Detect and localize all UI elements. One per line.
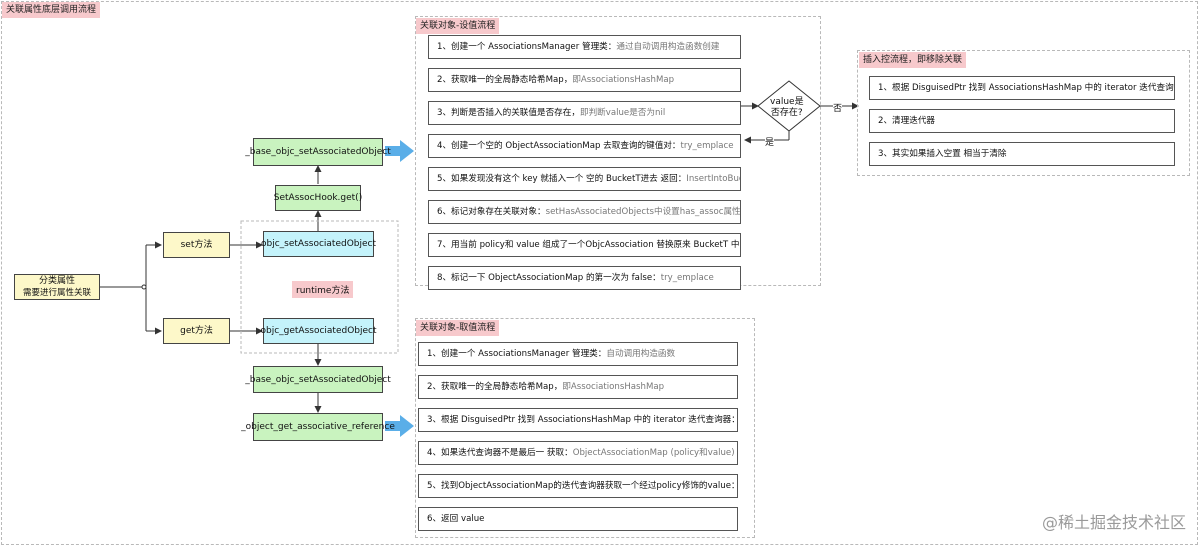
flow-step-detail: 即判断value是否为nil [579,108,666,118]
flow-step-detail: 即AssociationsHashMap [572,75,675,85]
insert-flow-title: 插入控流程，即移除关联 [859,52,967,68]
flow-step: 2、获取唯一的全局静态哈希Map，即AssociationsHashMap [418,375,738,399]
flow-step-text: 1、创建一个 AssociationsManager 管理类： [437,42,617,52]
flow-step-text: 6、返回 value [427,514,485,524]
objc-get-associated-object-box: objc_getAssociatedObject [260,318,377,344]
flow-step: 8、标记一下 ObjectAssociationMap 的第一次为 false：… [428,266,741,290]
flow-step-text: 3、其实如果插入空置 相当于清除 [878,149,1007,159]
flow-step-text: 7、用当前 policy和 value 组成了一个ObjcAssociation… [437,240,741,250]
flow-step-text: 5、如果发现没有这个 key 就插入一个 空的 BucketT进去 返回： [437,174,687,184]
flow-step-detail: 通过自动调用构造函数创建 [616,42,720,52]
set-assoc-hook-get-box: SetAssocHook.get() [274,185,362,211]
category-line2: 需要进行属性关联 [22,288,91,298]
decision-no-label: 否 [833,101,843,114]
flow-step: 2、清理迭代器 [869,109,1175,133]
get-flow-title: 关联对象-取值流程 [416,320,500,336]
flow-step-text: 2、获取唯一的全局静态哈希Map， [427,382,563,392]
get-method-box: get方法 [163,318,230,344]
decision-line1: value是 [770,97,804,107]
insert-flow-panel [857,50,1190,176]
flow-step: 4、如果迭代查询器不是最后一 获取：ObjectAssociationMap (… [418,441,738,465]
flow-step-detail: setHasAssociatedObjects中设置has_assoc属性为tr… [545,207,741,217]
flow-step-detail: ObjectAssociationMap (policy和value) [572,448,735,458]
flow-step-text: 4、如果迭代查询器不是最后一 获取： [427,448,573,458]
category-line1: 分类属性 [38,276,75,286]
flow-step-text: 1、根据 DisguisedPtr 找到 AssociationsHashMap… [878,83,1175,93]
flow-step: 3、判断是否插入的关联值是否存在，即判断value是否为nil [428,101,741,125]
flow-step: 2、获取唯一的全局静态哈希Map，即AssociationsHashMap [428,68,741,92]
decision-text: value是 否存在? [770,97,804,119]
objc-set-associated-object-box: objc_setAssociatedObject [261,231,376,257]
flow-step: 4、创建一个空的 ObjectAssociationMap 去取查询的键值对：t… [428,134,741,158]
flow-step: 1、根据 DisguisedPtr 找到 AssociationsHashMap… [869,76,1175,100]
flow-step-text: 3、根据 DisguisedPtr 找到 AssociationsHashMap… [427,415,738,425]
decision-line2: 否存在? [770,108,803,118]
runtime-method-label: runtime方法 [292,281,354,298]
flow-step-text: 2、获取唯一的全局静态哈希Map， [437,75,573,85]
flow-step: 6、标记对象存在关联对象：setHasAssociatedObjects中设置h… [428,200,741,224]
flow-step: 3、其实如果插入空置 相当于清除 [869,142,1175,166]
flow-step: 6、返回 value [418,507,738,531]
set-method-box: set方法 [163,232,230,258]
flow-step-text: 3、判断是否插入的关联值是否存在， [437,108,580,118]
flow-step: 5、如果发现没有这个 key 就插入一个 空的 BucketT进去 返回：Ins… [428,167,741,191]
flow-step-detail: try_emplace [660,273,714,283]
flow-step-text: 6、标记对象存在关联对象： [437,207,546,217]
flow-step-text: 5、找到ObjectAssociationMap的迭代查询器获取一个经过poli… [427,481,738,491]
decision-yes-label: 是 [765,135,775,148]
flow-step-text: 1、创建一个 AssociationsManager 管理类： [427,349,607,359]
watermark: @稀土掘金技术社区 [1041,513,1186,532]
flow-step: 3、根据 DisguisedPtr 找到 AssociationsHashMap… [418,408,738,432]
flow-step-detail: 自动调用构造函数 [606,349,676,359]
flow-step-detail: 即AssociationsHashMap [562,382,665,392]
flow-step: 1、创建一个 AssociationsManager 管理类：自动调用构造函数 [418,342,738,366]
base-objc-set-associated-object-bottom-box: _base_objc_setAssociatedObject [245,366,391,393]
category-property-box: 分类属性 需要进行属性关联 [14,274,100,300]
flow-step-text: 2、清理迭代器 [878,116,936,126]
flow-step: 5、找到ObjectAssociationMap的迭代查询器获取一个经过poli… [418,474,738,498]
set-flow-title: 关联对象-设值流程 [416,18,500,34]
flow-step-detail: InsertIntoBucket [686,174,740,184]
base-objc-set-associated-object-top-box: _base_objc_setAssociatedObject [245,138,391,166]
flow-step: 7、用当前 policy和 value 组成了一个ObjcAssociation… [428,233,741,257]
outer-title: 关联属性底层调用流程 [2,2,101,18]
get-flow-panel [415,318,755,538]
flow-step: 1、创建一个 AssociationsManager 管理类：通过自动调用构造函… [428,35,741,59]
flow-step-detail: try_emplace [680,141,734,151]
flow-step-text: 4、创建一个空的 ObjectAssociationMap 去取查询的键值对： [437,141,681,151]
object-get-associative-reference-box: _object_get_associative_reference [241,413,395,441]
flow-step-text: 8、标记一下 ObjectAssociationMap 的第一次为 false： [437,273,661,283]
